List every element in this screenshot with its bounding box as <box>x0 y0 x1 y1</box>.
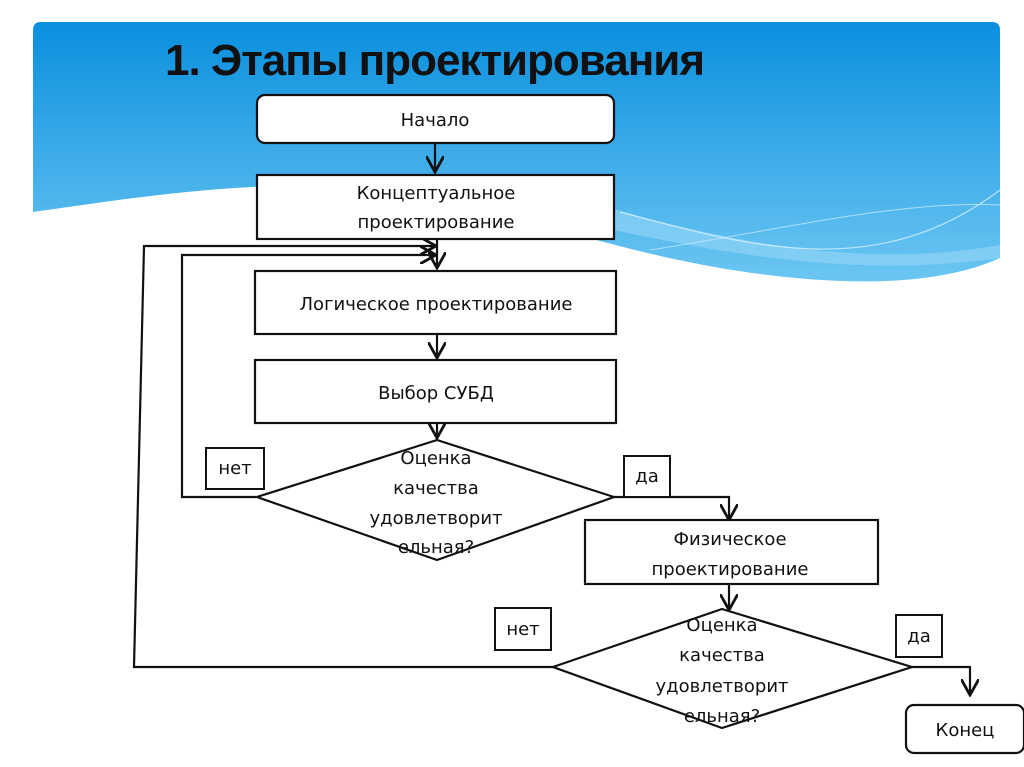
arrow-decision2-yes <box>912 665 970 695</box>
decision1-line4: ельная? <box>398 537 474 558</box>
wave-line-2 <box>649 203 1001 251</box>
start-label: Начало <box>401 110 470 131</box>
decision1-node[interactable] <box>253 438 618 562</box>
physical-design-node[interactable] <box>583 518 880 586</box>
no-label-box-2 <box>494 607 552 651</box>
decision2-node[interactable] <box>549 607 916 730</box>
decision1-line1: Оценка <box>400 448 471 469</box>
dbms-choice-node[interactable] <box>253 358 618 425</box>
conceptual-design-node[interactable] <box>255 173 616 241</box>
loop-decision2-no <box>132 246 553 669</box>
dbms-label: Выбор СУБД <box>378 383 494 404</box>
decision2-line1: Оценка <box>686 615 757 636</box>
wave-line <box>619 189 1001 250</box>
end-node[interactable] <box>904 703 1024 755</box>
decision2-line3: удовлетворит <box>655 676 788 697</box>
conceptual-label-line2: проектирование <box>358 212 515 233</box>
decision1-line2: качества <box>393 478 479 499</box>
slide-title: 1. Этапы проектирования <box>165 36 705 85</box>
physical-label-line1: Физическое <box>673 529 786 550</box>
decision2-line4: ельная? <box>684 706 760 727</box>
decision1-line3: удовлетворит <box>369 508 502 529</box>
yes-label-2: да <box>907 626 930 647</box>
no-label-box-1 <box>205 447 265 490</box>
yes-label-box-2 <box>895 614 943 658</box>
no-label-2: нет <box>506 619 539 640</box>
arrow-decision1-yes <box>614 495 729 520</box>
start-node[interactable] <box>255 93 616 145</box>
end-label: Конец <box>936 720 995 741</box>
physical-label-line2: проектирование <box>652 559 809 580</box>
logical-design-node[interactable] <box>253 269 618 336</box>
logical-label: Логическое проектирование <box>300 294 573 315</box>
yes-label-1: да <box>635 466 658 487</box>
conceptual-label-line1: Концептуальное <box>357 183 516 204</box>
decision2-line2: качества <box>679 645 765 666</box>
yes-label-box-1 <box>623 455 671 498</box>
no-label-1: нет <box>218 458 251 479</box>
loop-decision1-no <box>180 255 436 499</box>
sky-banner <box>33 22 1000 282</box>
